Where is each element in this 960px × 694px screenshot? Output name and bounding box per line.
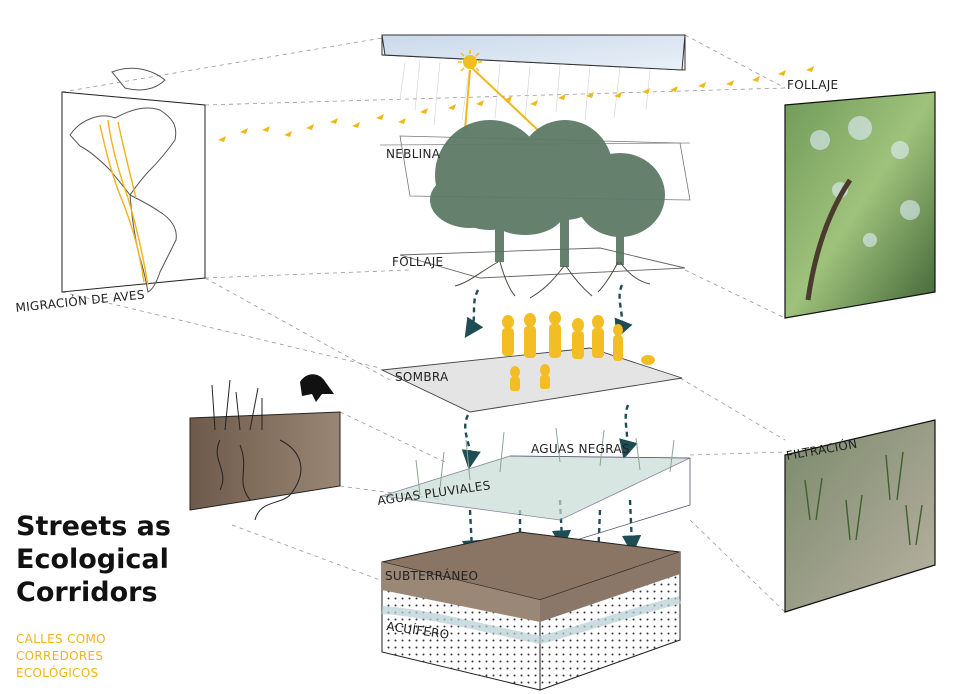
sombra-plane (380, 311, 683, 413)
trees (430, 120, 665, 267)
world-map-panel (61, 67, 206, 293)
perspective-guides (61, 34, 786, 613)
label-follaje-photo: FOLLAJE (787, 78, 838, 92)
subtitle-line-1: CALLES COMO (16, 632, 106, 646)
label-subterraneo: SUBTERRÁNEO (385, 568, 478, 583)
photo-follaje (784, 91, 936, 319)
bird-icon (300, 374, 334, 402)
sky-box (381, 34, 686, 71)
soil-block (381, 531, 681, 691)
follaje-plane (399, 247, 686, 299)
subtitle-line-3: ECOLÓGICOS (16, 666, 99, 680)
sun-icon (458, 50, 541, 133)
page-title: Streets as Ecological Corridors (16, 510, 171, 609)
title-line-2: Ecological (16, 544, 169, 575)
label-sombra: SOMBRA (395, 370, 449, 384)
page-subtitle: CALLES COMO CORREDORES ECOLÓGICOS (16, 631, 106, 682)
subtitle-line-2: CORREDORES (16, 649, 104, 663)
aguas-planes (381, 427, 691, 546)
soil-panel (189, 374, 341, 521)
bird-flock (218, 66, 814, 142)
label-migracion: MIGRACIÓN DE AVES (15, 286, 146, 314)
title-line-1: Streets as (16, 511, 171, 542)
photo-filtracion (784, 419, 936, 613)
title-line-3: Corridors (16, 577, 158, 608)
label-aguas-negras: AGUAS NEGRAS (531, 442, 630, 456)
rain-streaks (399, 59, 651, 126)
label-follaje-layer: FOLLAJE (392, 255, 443, 269)
label-neblina: NEBLINA (386, 147, 441, 161)
